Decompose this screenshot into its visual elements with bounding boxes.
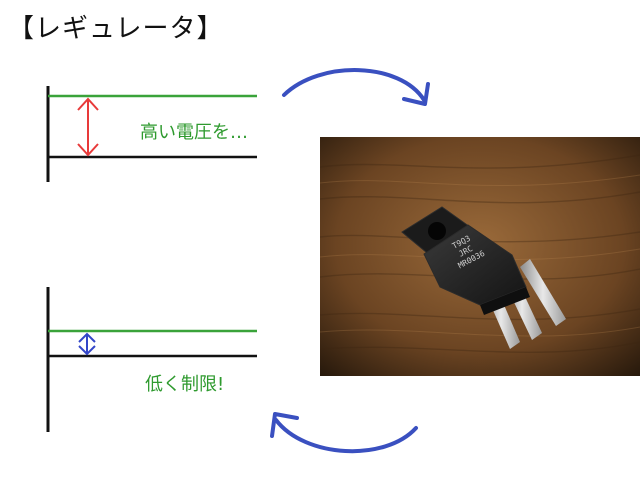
page-title: 【レギュレータ】 <box>8 14 224 44</box>
upper-panel <box>46 86 257 182</box>
blue-double-arrow <box>78 332 96 356</box>
mounting-hole <box>428 222 446 240</box>
limit-low-label: 低く制限! <box>145 374 225 395</box>
regulator-photo: T9Q3 JRC MR0036 <box>320 137 640 376</box>
red-double-arrow <box>77 97 99 157</box>
curved-arrow-top <box>282 68 430 106</box>
high-voltage-label: 高い電圧を… <box>140 122 248 143</box>
lower-panel <box>46 287 257 432</box>
curved-arrow-bottom <box>270 412 418 454</box>
